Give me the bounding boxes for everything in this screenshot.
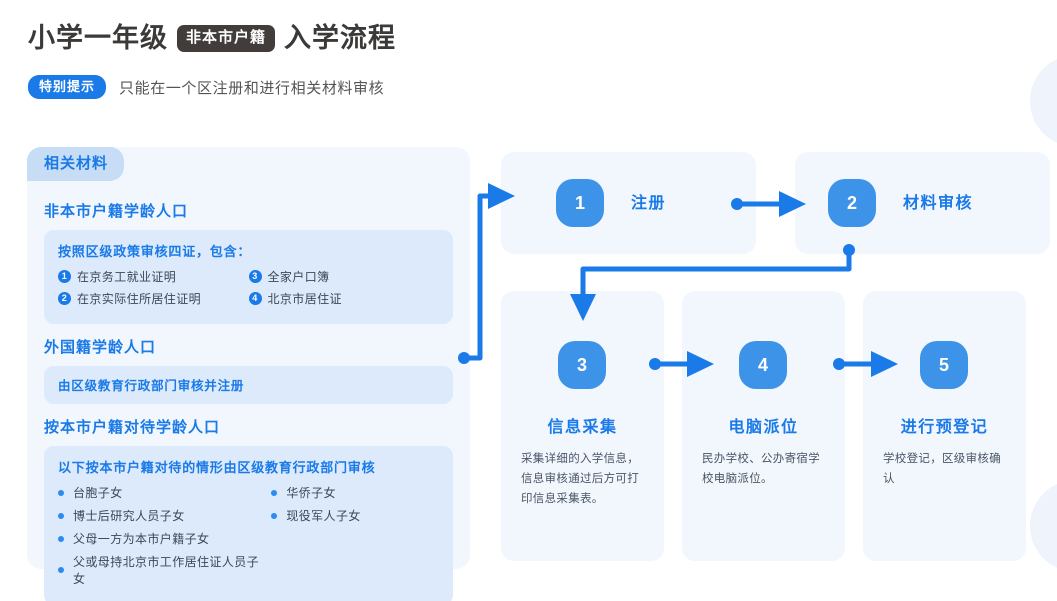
flow-step-card-5[interactable]: 5 进行预登记 学校登记，区级审核确认 (863, 291, 1026, 561)
list-item: 台胞子女 (58, 484, 271, 501)
number-badge: 1 (58, 270, 71, 283)
section-title-foreign: 外国籍学龄人口 (44, 339, 157, 356)
flow-step-card-4[interactable]: 4 电脑派位 民办学校、公办寄宿学校电脑派位。 (682, 291, 845, 561)
list-item: 父或母持北京市工作居住证人员子女 (58, 553, 271, 587)
page-title: 小学一年级 非本市户籍 入学流程 (28, 18, 396, 58)
number-badge: 3 (248, 270, 262, 283)
step-label: 注册 (631, 195, 667, 212)
list-item: 2 在京实际住所居住证明 (58, 290, 249, 307)
list-item-label: 北京市居住证 (267, 292, 342, 306)
materials-panel-tab: 相关材料 (27, 147, 125, 181)
section-card-non-local: 按照区级政策审核四证，包含： 1 在京务工就业证明 3 全家户口簿 2 在京实际… (44, 230, 453, 324)
tip-badge: 特别提示 (28, 75, 107, 99)
section-card-line: 由区级教育行政部门审核并注册 (58, 379, 245, 393)
list-item-spacer (271, 530, 439, 547)
section-title-non-local: 非本市户籍学龄人口 (44, 203, 189, 220)
treated-as-local-list: 台胞子女 华侨子女 博士后研究人员子女 现役军人子女 (58, 484, 439, 593)
list-item-label: 父母一方为本市户籍子女 (73, 532, 210, 546)
step-number-badge: 1 (556, 179, 604, 227)
four-certificates-list: 1 在京务工就业证明 3 全家户口簿 2 在京实际住所居住证明 4 北京市居住证 (58, 268, 439, 312)
list-item-label: 父或母持北京市工作居住证人员子女 (73, 555, 260, 586)
section-card-head: 以下按本市户籍对待的情形由区级教育行政部门审核 (58, 460, 376, 475)
list-item-label: 台胞子女 (73, 486, 123, 500)
list-item-label: 博士后研究人员子女 (73, 509, 185, 523)
list-item: 4 北京市居住证 (248, 290, 440, 307)
list-item: 华侨子女 (271, 484, 439, 501)
flow-step-card-1[interactable]: 1 注册 (501, 152, 756, 254)
materials-panel: 相关材料 非本市户籍学龄人口 按照区级政策审核四证，包含： 1 在京务工就业证明… (27, 147, 470, 601)
bullet-dot-icon (58, 567, 64, 573)
list-item-label: 在京实际住所居住证明 (77, 292, 202, 306)
section-card-head: 按照区级政策审核四证，包含： (58, 244, 252, 259)
list-item: 父母一方为本市户籍子女 (58, 530, 271, 547)
bullet-dot-icon (58, 535, 64, 542)
step-label: 进行预登记 (900, 419, 989, 436)
list-item: 3 全家户口簿 (248, 268, 440, 285)
title-category-badge: 非本市户籍 (177, 24, 276, 52)
step-label: 材料审核 (903, 195, 974, 212)
list-item-label: 华侨子女 (286, 486, 336, 500)
step-number-badge: 4 (739, 341, 787, 389)
flow-step-card-3[interactable]: 3 信息采集 采集详细的入学信息，信息审核通过后方可打印信息采集表。 (501, 291, 664, 561)
list-item-label: 在京务工就业证明 (77, 270, 177, 284)
bullet-dot-icon (58, 489, 64, 496)
number-badge: 2 (58, 292, 71, 305)
page-header: 小学一年级 非本市户籍 入学流程 特别提示 只能在一个区注册和进行相关材料审核 (28, 18, 396, 99)
step-label: 电脑派位 (728, 419, 799, 436)
step-description: 采集详细的入学信息，信息审核通过后方可打印信息采集表。 (521, 453, 639, 505)
decorative-circle-bottom-right (1030, 480, 1057, 572)
step-number-badge: 2 (828, 179, 876, 227)
title-tail-text: 入学流程 (284, 23, 397, 53)
step-number-badge: 3 (558, 341, 606, 389)
list-item: 博士后研究人员子女 (58, 507, 271, 524)
title-main-text: 小学一年级 (28, 23, 168, 53)
number-badge: 4 (248, 292, 262, 305)
list-item: 现役军人子女 (271, 507, 439, 524)
list-item: 1 在京务工就业证明 (58, 268, 249, 285)
tip-row: 特别提示 只能在一个区注册和进行相关材料审核 (28, 75, 396, 99)
step-description: 学校登记，区级审核确认 (883, 453, 1001, 485)
bullet-dot-icon (271, 489, 278, 496)
step-number-badge: 5 (920, 341, 968, 389)
step-label: 信息采集 (547, 419, 618, 436)
flow-step-card-2[interactable]: 2 材料审核 (795, 152, 1050, 254)
decorative-circle-top-right (1030, 55, 1057, 147)
section-card-treated-as-local: 以下按本市户籍对待的情形由区级教育行政部门审核 台胞子女 华侨子女 博士后研究人… (44, 446, 453, 601)
tip-text: 只能在一个区注册和进行相关材料审核 (119, 79, 385, 97)
section-title-treated-as-local: 按本市户籍对待学龄人口 (44, 419, 221, 436)
section-card-foreign: 由区级教育行政部门审核并注册 (44, 366, 453, 404)
bullet-dot-icon (271, 512, 278, 519)
list-item-label: 现役军人子女 (286, 509, 361, 523)
list-item-label: 全家户口簿 (267, 270, 330, 284)
step-description: 民办学校、公办寄宿学校电脑派位。 (702, 453, 820, 485)
materials-panel-body: 非本市户籍学龄人口 按照区级政策审核四证，包含： 1 在京务工就业证明 3 全家… (44, 196, 453, 601)
bullet-dot-icon (58, 512, 64, 519)
